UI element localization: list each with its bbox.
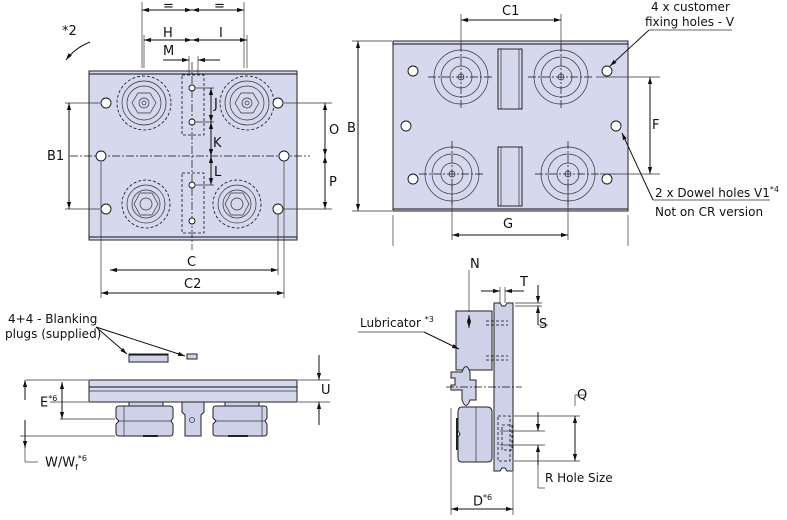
wheel-bottom-left [121,179,171,229]
dim-u: U [321,383,331,398]
blanking-label-2: plugs (supplied) [5,327,102,341]
dim-equal-right: = [214,0,225,14]
dim-s: S [539,317,548,332]
dim-c1: C1 [502,4,520,19]
lubricator-block [455,310,493,371]
dim-e: E*6 [40,394,58,411]
dim-b1: B1 [47,149,65,164]
blanking-label-1: 4+4 - Blanking [8,312,98,326]
dim-c2: C2 [184,277,202,292]
dim-w: W/Wf*6 [45,455,87,472]
dim-p: P [329,175,337,190]
dim-d-text: D [473,494,484,510]
top-plate [88,70,298,241]
dim-h: H [163,26,173,41]
dim-d: D*6 [473,493,493,510]
blanking-plug-small [186,353,198,360]
dim-t: T [520,275,528,290]
dim-e-sup: *6 [48,394,58,403]
side-wheel [457,406,493,463]
dim-q: Q [577,388,588,403]
wheel-top-right [219,75,275,131]
dim-j: J [214,97,218,112]
fixing-holes [400,65,622,185]
dim-d-sup: *6 [483,493,493,502]
dim-c: C [187,255,197,270]
center-bracket [181,401,205,437]
dowel-holes-text: 2 x Dowel holes V1 [655,186,770,200]
dim-f: F [652,118,660,133]
fixing-holes-label-1: 4 x customer [651,0,730,14]
dim-m: M [163,44,175,59]
view-arrow [65,41,91,61]
fixing-holes [95,97,290,215]
wheel-top-left [116,75,172,131]
dim-o: O [329,123,340,138]
note-ref: *2 [62,24,77,39]
dowel-note: Not on CR version [655,205,764,219]
shaft [450,366,477,406]
dowel-holes-label: 2 x Dowel holes V1*4 [655,185,779,200]
dim-b: B [347,121,356,136]
r-hole-size-label: R Hole Size [545,471,613,485]
dim-i: I [219,26,223,41]
wheel-bottom-right [212,179,262,229]
dim-g: G [503,217,514,232]
dim-l: L [214,165,222,180]
dim-n: N [470,257,480,272]
blanking-plug-large [128,353,169,363]
dim-w-sub: f [75,462,78,472]
dim-w-sup: *6 [77,454,88,463]
side-view [358,270,585,515]
lubricator-sup: *3 [424,315,434,324]
bottom-view [352,14,770,246]
dim-k: K [213,136,222,151]
front-view [20,326,330,463]
top-view [65,2,332,298]
dim-e-text: E [40,395,49,411]
dim-equal-left: = [163,0,174,14]
lubricator-label: Lubricator *3 [360,315,434,330]
dowel-holes-sup: *4 [769,185,779,194]
dim-w-text: W/W [45,455,76,471]
lubricator-text: Lubricator [360,316,421,330]
fixing-holes-label-2: fixing holes - V [645,15,735,29]
